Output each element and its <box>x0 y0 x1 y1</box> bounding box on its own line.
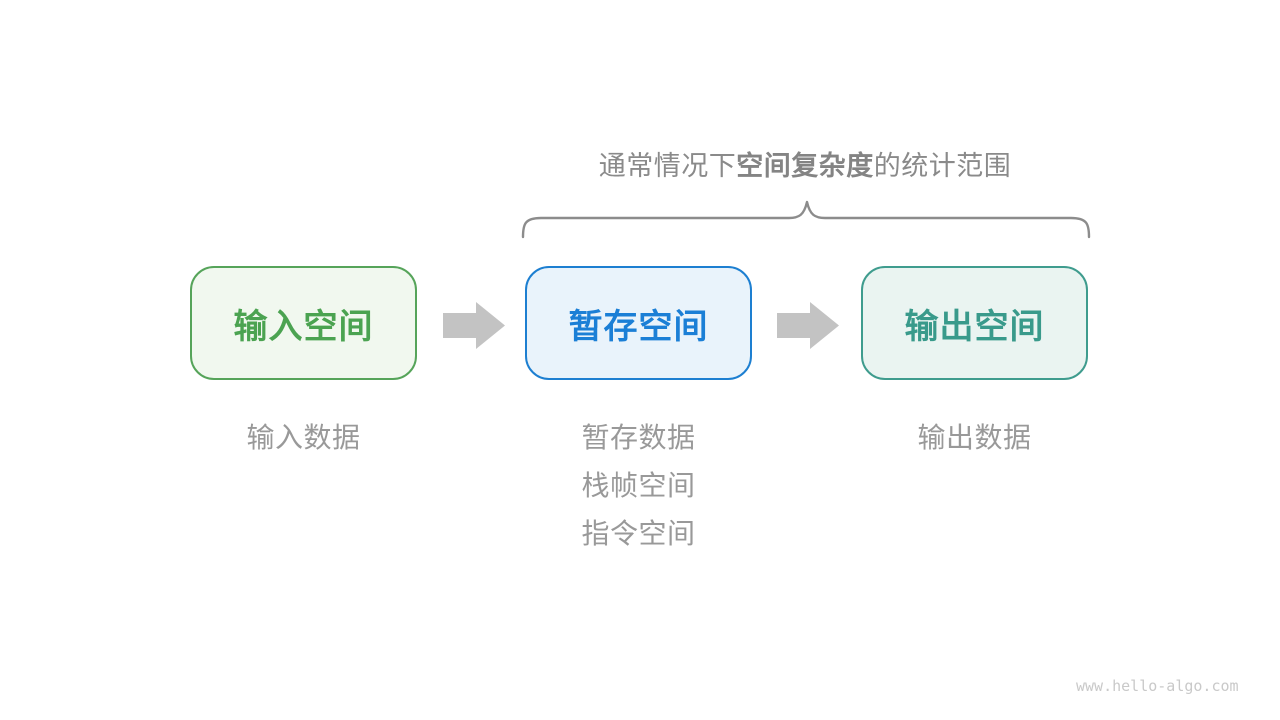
title-emphasis: 空间复杂度 <box>736 151 874 181</box>
note-output-data: 输出数据 <box>917 422 1032 453</box>
note-output-space: 输出数据 <box>861 414 1088 462</box>
arrow-input-to-temp-icon <box>443 302 505 349</box>
arrow-temp-to-output-icon <box>777 302 839 349</box>
note-input-data: 输入数据 <box>246 422 361 453</box>
note-temp-space: 暂存数据 栈帧空间 指令空间 <box>525 414 752 558</box>
box-temp-space: 暂存空间 <box>525 266 752 380</box>
note-stack-frame-space: 栈帧空间 <box>581 470 696 501</box>
box-input-space-label: 输入空间 <box>233 307 374 346</box>
title-suffix: 的统计范围 <box>873 151 1012 181</box>
note-instruction-space: 指令空间 <box>581 518 696 549</box>
box-output-space-label: 输出空间 <box>904 307 1045 346</box>
box-temp-space-label: 暂存空间 <box>568 307 709 346</box>
note-input-space: 输入数据 <box>190 414 417 462</box>
box-input-space: 输入空间 <box>190 266 417 380</box>
scope-brace-icon <box>521 200 1091 239</box>
note-temp-data: 暂存数据 <box>581 422 696 453</box>
diagram-title: 通常情况下空间复杂度的统计范围 <box>455 144 1155 183</box>
site-watermark: www.hello-algo.com <box>1076 677 1239 695</box>
box-output-space: 输出空间 <box>861 266 1088 380</box>
title-prefix: 通常情况下 <box>598 151 737 181</box>
